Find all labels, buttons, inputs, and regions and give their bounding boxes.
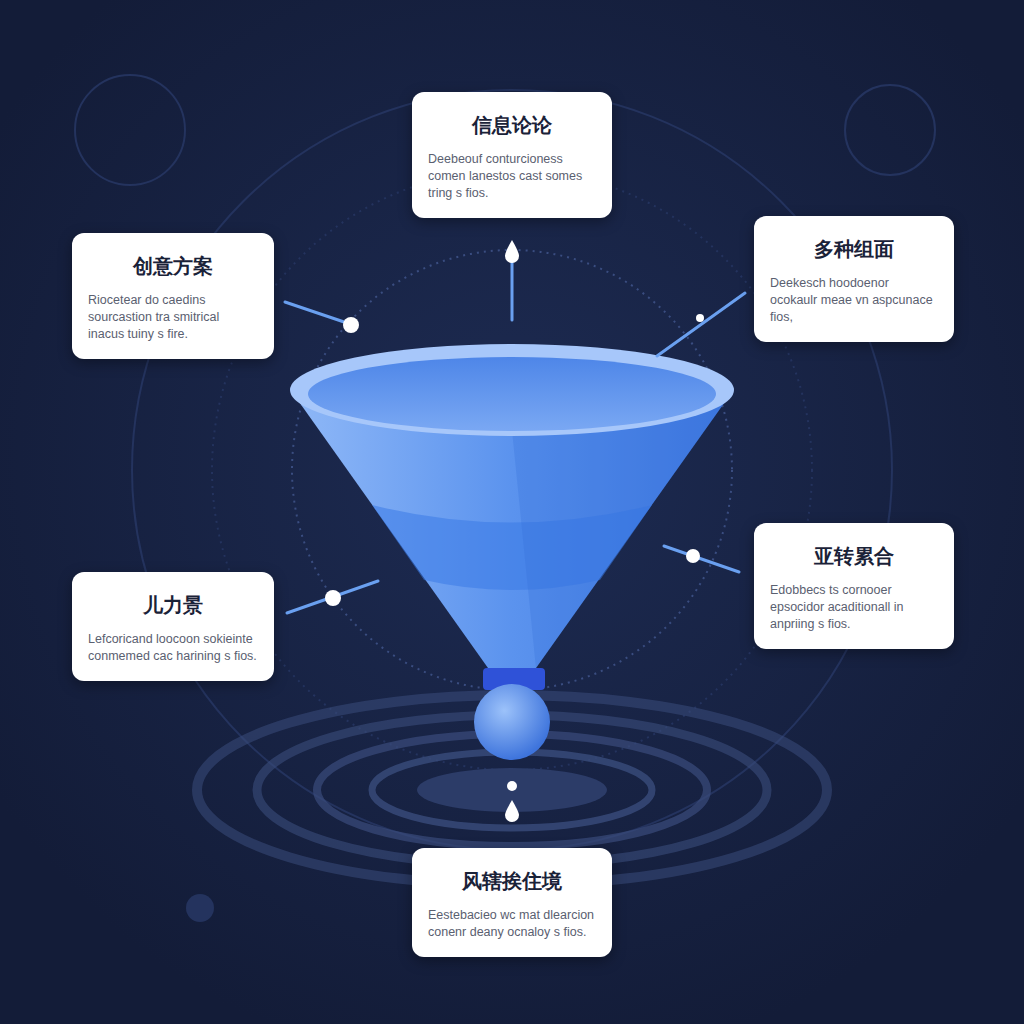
body-text: Lefcoricand loocoon sokieinte conmemed c… — [88, 631, 258, 665]
card-heading: 风辖挨住境 — [428, 868, 596, 895]
card-heading: 创意方案 — [88, 253, 258, 280]
body-text: Deebeouf conturcioness comen lanestos ca… — [428, 151, 596, 202]
body-text: Edobbecs ts cornooer epsocidor acadition… — [770, 582, 938, 633]
info-card: 创意方案 Riocetear do caedins sourcastion tra… — [72, 233, 274, 359]
card-heading: 儿力景 — [88, 592, 258, 619]
info-card: 信息论论 Deebeouf conturcioness comen lanesto… — [412, 92, 612, 218]
card-heading: 多种组面 — [770, 236, 938, 263]
info-card: 儿力景 Lefcoricand loocoon sokieinte conmeme… — [72, 572, 274, 681]
card-heading: 亚转累合 — [770, 543, 938, 570]
info-card: 多种组面 Deekesch hoodoenor ocokaulr meae vn … — [754, 216, 954, 342]
card-heading: 信息论论 — [428, 112, 596, 139]
info-card: 亚转累合 Edobbecs ts cornooer epsocidor acadi… — [754, 523, 954, 649]
body-text: Deekesch hoodoenor ocokaulr meae vn aspc… — [770, 275, 938, 326]
body-text: Eestebacieo wc mat dlearcion conenr dean… — [428, 907, 596, 941]
info-card: 风辖挨住境 Eestebacieo wc mat dlearcion conenr… — [412, 848, 612, 957]
body-text: Riocetear do caedins sourcastion tra smi… — [88, 292, 258, 343]
